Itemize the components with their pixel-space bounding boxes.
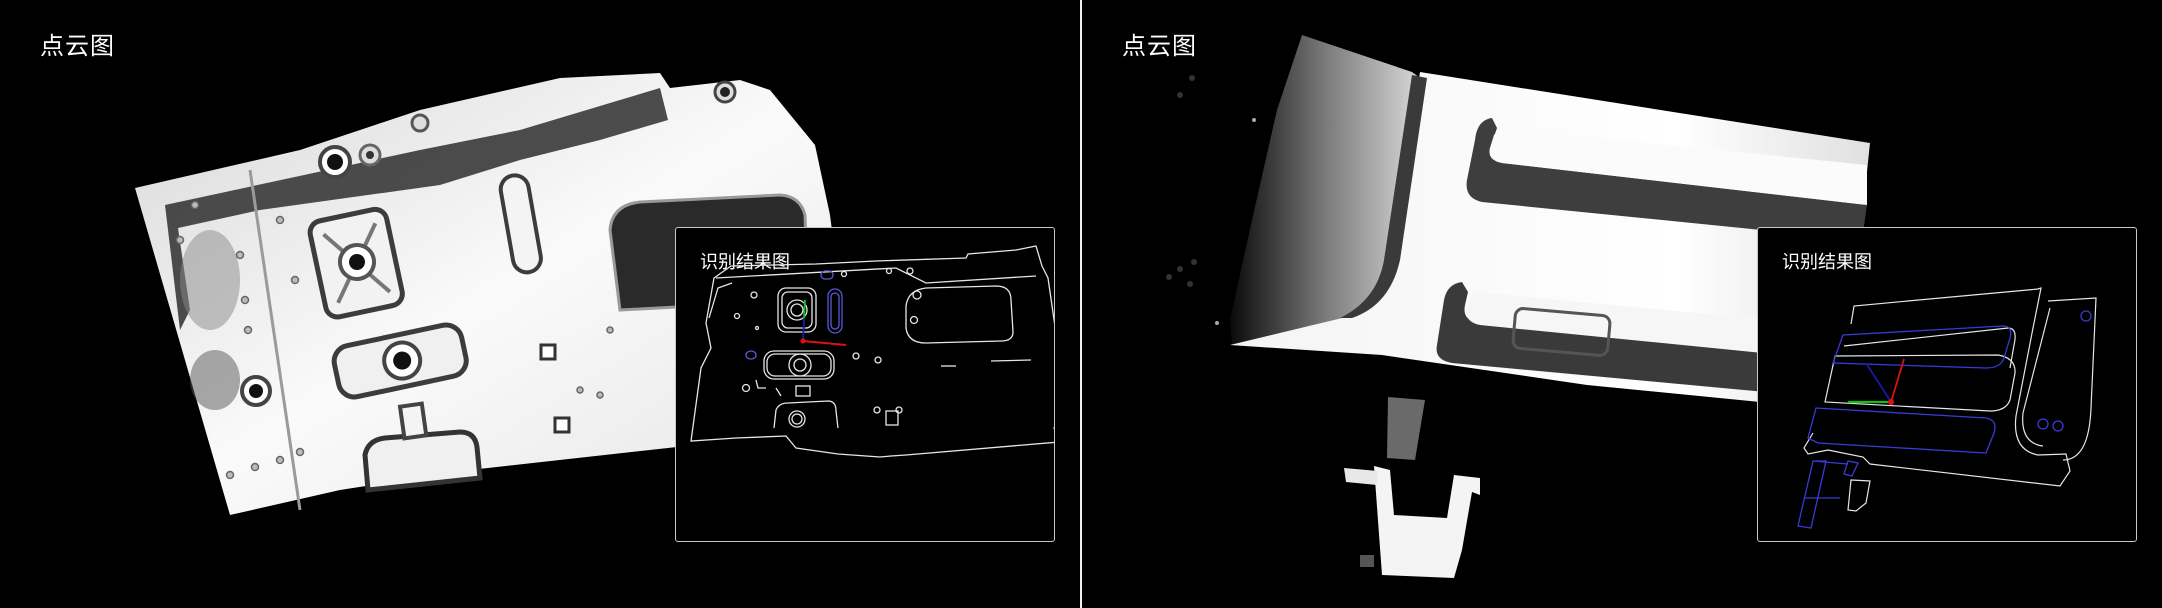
recognition-result-image-right: [1797, 287, 2097, 529]
point-cloud-image-right: [1166, 35, 1870, 578]
inset-title-left: 识别结果图: [700, 252, 790, 273]
panel-title-right: 点云图: [1122, 32, 1197, 60]
recognition-result-inset-left: 识别结果图: [675, 227, 1055, 542]
panel-divider: [1080, 0, 1082, 608]
inset-title-right: 识别结果图: [1782, 252, 1872, 273]
left-panel: 点云图 识别结果图: [0, 0, 1080, 608]
recognition-result-inset-right: 识别结果图: [1757, 227, 2137, 542]
panel-title-left: 点云图: [40, 32, 115, 60]
point-cloud-image-left: [135, 73, 850, 515]
right-panel: 点云图 识别结果图: [1082, 0, 2162, 608]
recognition-result-image-left: [690, 245, 1054, 458]
